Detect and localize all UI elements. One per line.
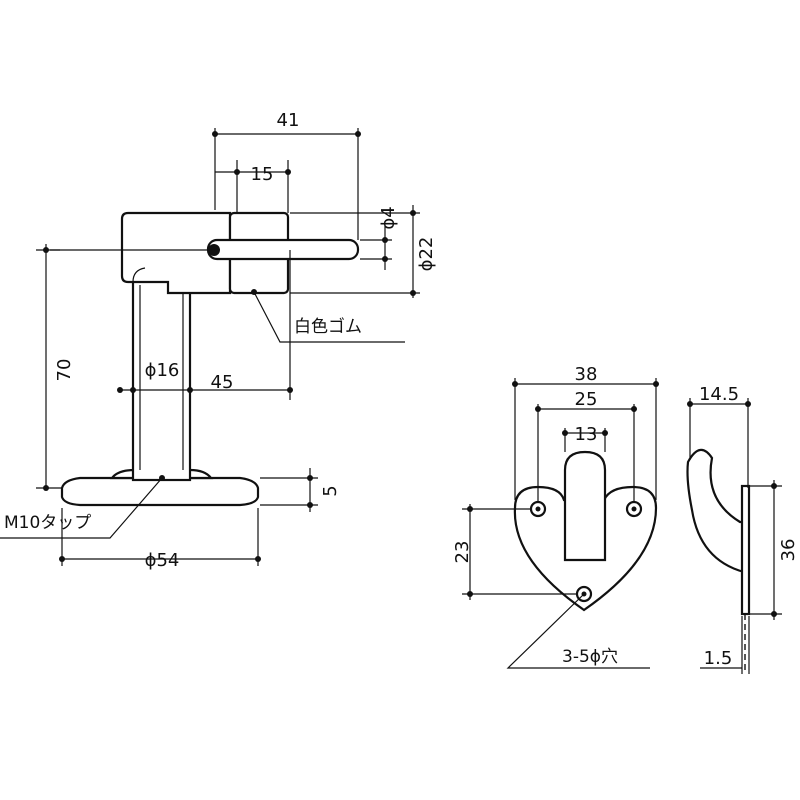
label-tap: M10タップ [4, 513, 91, 533]
dim-phi54: ϕ54 [145, 550, 180, 571]
side-plate [740, 484, 751, 616]
dim-15: 15 [251, 164, 274, 185]
label-rubber: 白色ゴム [294, 316, 362, 337]
dim-45: 45 [211, 372, 234, 393]
dim-25: 25 [575, 389, 598, 410]
bracket-side-view: 14.5 36 1.5 [686, 384, 799, 674]
dim-38: 38 [575, 364, 598, 385]
label-holes: 3-5ϕ穴 [562, 647, 618, 667]
dim-41: 41 [277, 110, 300, 131]
dim-phi4: ϕ4 [378, 206, 399, 229]
dim-1-5: 1.5 [704, 648, 733, 669]
rod-end-hole [208, 244, 220, 256]
rubber-rod [206, 238, 360, 261]
leader-rubber [253, 291, 405, 343]
dim-70: 70 [54, 359, 75, 382]
dim-23: 23 [452, 541, 473, 564]
dim-14-5: 14.5 [699, 384, 739, 405]
leader-holes [506, 593, 650, 669]
hook-profile [686, 448, 746, 574]
dim-5: 5 [320, 485, 341, 496]
bracket-front-view: 38 25 13 23 3-5ϕ穴 [452, 364, 659, 669]
base-plate [60, 476, 260, 507]
dim-phi16: ϕ16 [145, 360, 180, 381]
hook-post [563, 450, 607, 562]
floor-stand-view: 41 15 ϕ4 ϕ22 白色ゴム 70 ϕ16 4 [0, 110, 437, 571]
elbow-curve [132, 267, 146, 283]
dim-phi22: ϕ22 [416, 237, 437, 272]
dim-13: 13 [575, 424, 598, 445]
elbow-head [120, 211, 232, 295]
dim-36: 36 [778, 539, 799, 562]
vertical-pipe [131, 273, 192, 482]
leader-tap [0, 477, 163, 539]
